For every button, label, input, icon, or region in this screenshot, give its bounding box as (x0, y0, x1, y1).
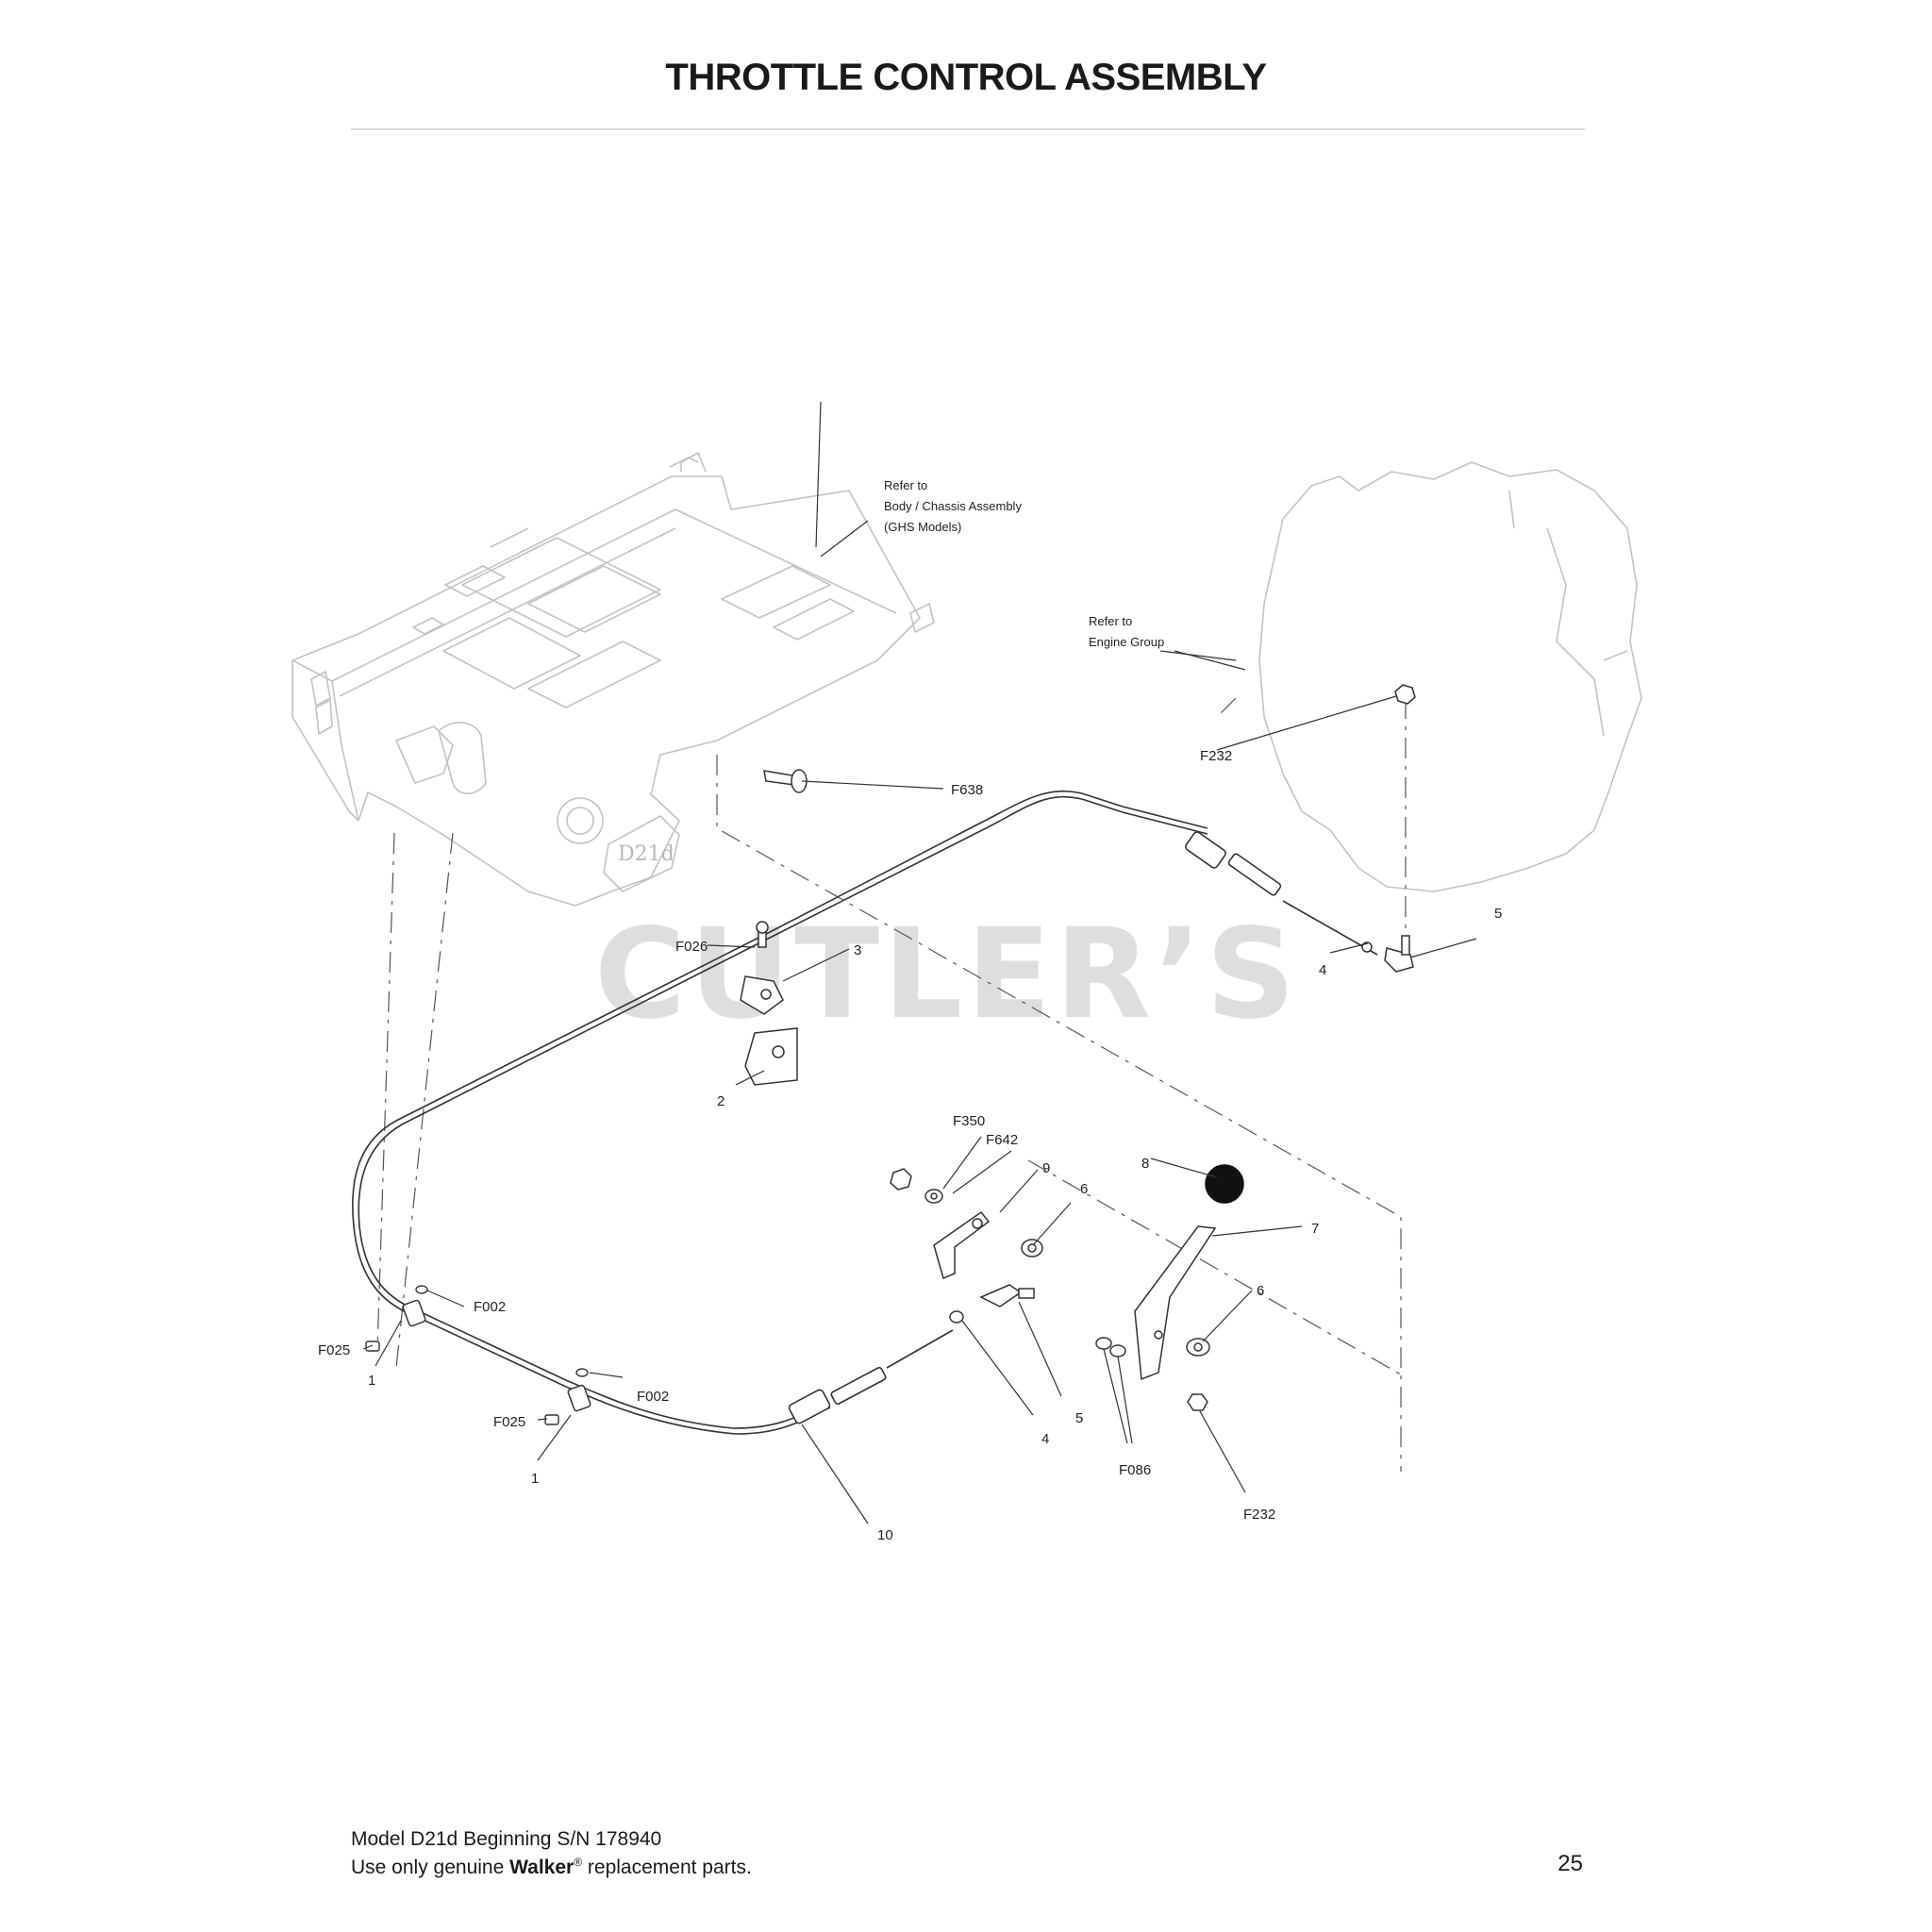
callout-item-6-top: 6 (1080, 1181, 1088, 1197)
callout-item-4-top: 4 (1319, 962, 1326, 978)
f638-bolt (763, 769, 808, 793)
footer-model-line: Model D21d Beginning S/N 178940 (351, 1828, 662, 1850)
callout-f232-engine: F232 (1200, 748, 1232, 764)
callout-f026: F026 (675, 939, 708, 955)
callout-f025-left: F025 (318, 1342, 350, 1358)
cable-end-fittings (788, 831, 1378, 1424)
footer-usage-suffix: replacement parts. (582, 1857, 752, 1878)
callout-item-7: 7 (1311, 1221, 1319, 1237)
callout-item-5-top: 5 (1494, 906, 1502, 922)
body-chassis-ref-line3: (GHS Models) (884, 520, 961, 534)
callout-f638: F638 (951, 782, 983, 798)
watermark-text: CUTLER’S (594, 902, 1299, 1047)
footer-usage-line: Use only genuine Walker® replacement par… (351, 1851, 752, 1879)
body-chassis-ref-line1: Refer to (884, 478, 927, 492)
callout-f025-bottom: F025 (493, 1414, 525, 1430)
lever-hardware (890, 1164, 1244, 1411)
callout-item-1-left: 1 (368, 1373, 375, 1389)
callout-item-1-bottom: 1 (531, 1471, 539, 1487)
callout-item-10: 10 (877, 1527, 893, 1543)
footer-brand: Walker (509, 1857, 575, 1878)
alignment-lines (376, 697, 1407, 1472)
leader-lines (362, 401, 1477, 1524)
callout-item-4-bottom: 4 (1041, 1431, 1049, 1447)
callout-f350: F350 (953, 1113, 985, 1129)
engine-side-hardware (1361, 684, 1416, 973)
callout-f002-top: F002 (474, 1299, 506, 1315)
clamp-bracket-parts (740, 921, 798, 1086)
callout-item-2: 2 (717, 1093, 724, 1109)
page-number: 25 (1557, 1851, 1583, 1876)
engine-group-leader (1174, 650, 1246, 671)
body-chassis-ref-line2: Body / Chassis Assembly (884, 499, 1022, 513)
chassis-illustration (291, 452, 935, 907)
engine-group-ref-line1: Refer to (1089, 614, 1132, 628)
throttle-cable (352, 790, 1208, 1435)
chassis-badge: D21d (618, 842, 675, 866)
page-title: THROTTLE CONTROL ASSEMBLY (665, 57, 1267, 98)
engine-group-ref-line2: Engine Group (1089, 635, 1164, 649)
callout-f232-bottom: F232 (1243, 1507, 1275, 1523)
callout-f086: F086 (1119, 1462, 1151, 1478)
callout-item-8: 8 (1141, 1156, 1149, 1172)
callout-f002-bottom: F002 (637, 1389, 669, 1405)
footer-notes: Model D21d Beginning S/N 178940 Use only… (351, 1828, 752, 1879)
cable-clamps (402, 1299, 591, 1412)
clamp-fasteners (365, 1285, 589, 1425)
engine-illustration (1258, 461, 1642, 892)
body-chassis-leader (820, 520, 869, 558)
footer-registered-mark: ® (574, 1856, 583, 1869)
footer-usage-prefix: Use only genuine (351, 1857, 510, 1878)
callout-item-3: 3 (854, 942, 861, 958)
callout-item-9: 9 (1042, 1160, 1050, 1176)
callout-item-5-bottom: 5 (1075, 1410, 1083, 1426)
title-divider (351, 128, 1585, 130)
callout-f642: F642 (986, 1132, 1018, 1148)
callout-item-6-bottom: 6 (1257, 1283, 1264, 1299)
